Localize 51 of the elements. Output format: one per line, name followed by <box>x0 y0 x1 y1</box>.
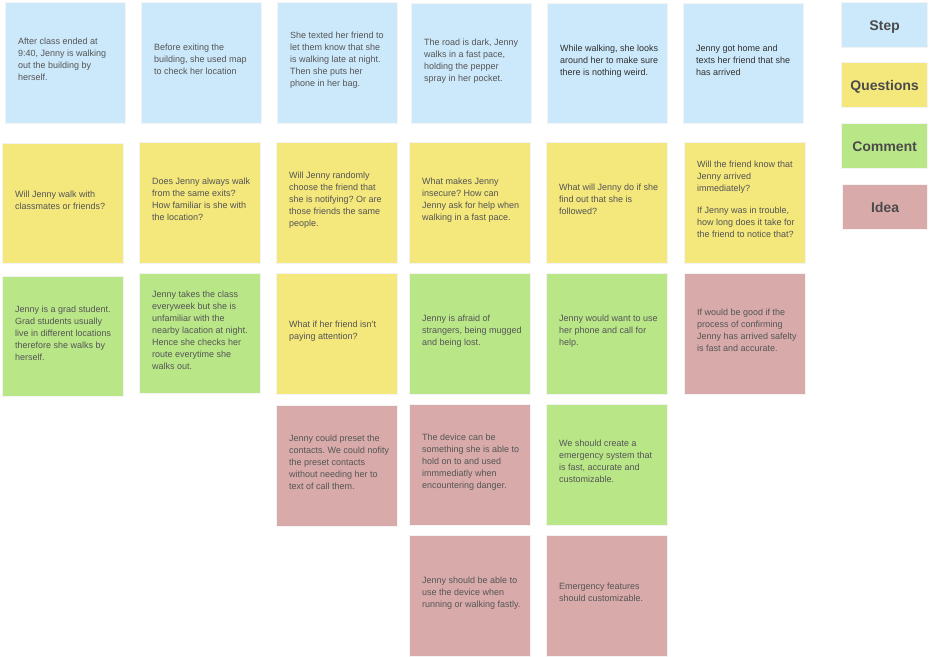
sticky-note <box>684 142 806 264</box>
note-text: Jenny is afraid of strangers, being mugged and being lost. <box>422 312 522 348</box>
sticky-note <box>139 142 261 264</box>
sticky-note <box>546 273 668 395</box>
note-text: If Jenny was in trouble, how long does it take for the friend to notice that? <box>697 204 796 240</box>
note-text: Will the friend know that Jenny arrived immediately? <box>697 158 794 194</box>
note-text: She texted her friend to let them know that she is walking late at night. Then she puts her phone in her bag. <box>290 29 385 89</box>
sticky-note <box>409 142 531 264</box>
sticky-note <box>277 2 398 124</box>
sticky-note <box>2 143 124 264</box>
note-text: Will Jenny walk with classmates or friends? <box>15 188 106 212</box>
sticky-note <box>276 273 398 395</box>
sticky-note <box>409 273 531 395</box>
sticky-note <box>683 3 804 124</box>
sticky-note <box>411 3 532 124</box>
note-text: Does Jenny always walk from the same exits? How familiar is she with the location? <box>152 175 252 223</box>
note-text: If would be good if the process of confirming Jenny has arrived safelty is fast and accurate. <box>697 306 797 354</box>
sticky-note <box>409 535 531 657</box>
note-text: What if her friend isn’t paying attention? <box>289 318 378 342</box>
sticky-note <box>547 3 668 124</box>
note-text: Before exiting the building, she used map to check her location <box>154 41 248 77</box>
note-text: The device can be something she is able to hold on to and used immmediatly when encountering danger. <box>422 431 520 491</box>
sticky-note <box>139 273 261 394</box>
note-text: The road is dark, Jenny walks in a fast pace, holding the pepper spray in her pocket. <box>424 36 520 84</box>
note-text: What will Jenny do if she find out that she is followed? <box>559 181 659 217</box>
note-text: Jenny should be able to use the device when running or walking fastly. <box>422 574 522 610</box>
sticky-note <box>276 405 398 527</box>
note-text: Will Jenny randomly choose the friend that she is notifying? Or are those friends the same people. <box>289 169 383 229</box>
note-text: Emergency features should customizable. <box>559 580 644 604</box>
note-text: We should create a emergency system that is fast, accurate and customizable. <box>559 437 654 485</box>
sticky-note <box>546 142 668 264</box>
note-text: Jenny got home and texts her friend that she has arrived <box>696 42 792 78</box>
note-text: After class ended at 9:40, Jenny is walking out the building by herself. <box>18 35 108 83</box>
legend-label: Step <box>869 16 900 35</box>
sticky-note <box>276 142 398 264</box>
sticky-note <box>5 2 126 124</box>
note-text: Jenny is a grad student. Grad students usually live in different locations therefore she walks by herself. <box>15 302 112 362</box>
sticky-note <box>409 404 531 526</box>
sticky-note <box>2 276 124 397</box>
note-text: Jenny takes the class everyweek but she is unfamiliar with the nearby lacation at night. Hence she checks her route everytime she walks out. <box>152 288 249 372</box>
sticky-note <box>546 535 668 657</box>
note-text: Jenny could preset the contacts. We could nofity the preset contacts without needing her to text of call them. <box>289 432 389 492</box>
sticky-note <box>546 404 668 526</box>
legend-label: Idea <box>870 198 899 216</box>
note-text: What makes Jenny insecure? How can Jenny ask for help when walking in a fast pace. <box>422 175 520 223</box>
note-text: Jenny would want to use her phone and call for help. <box>559 312 659 348</box>
sticky-note <box>684 273 806 395</box>
legend-label: Questions <box>850 76 919 95</box>
legend-label: Comment <box>852 136 917 156</box>
sticky-note <box>141 2 262 124</box>
note-text: While walking, she looks around her to make sure there is nothing weird. <box>560 42 659 78</box>
